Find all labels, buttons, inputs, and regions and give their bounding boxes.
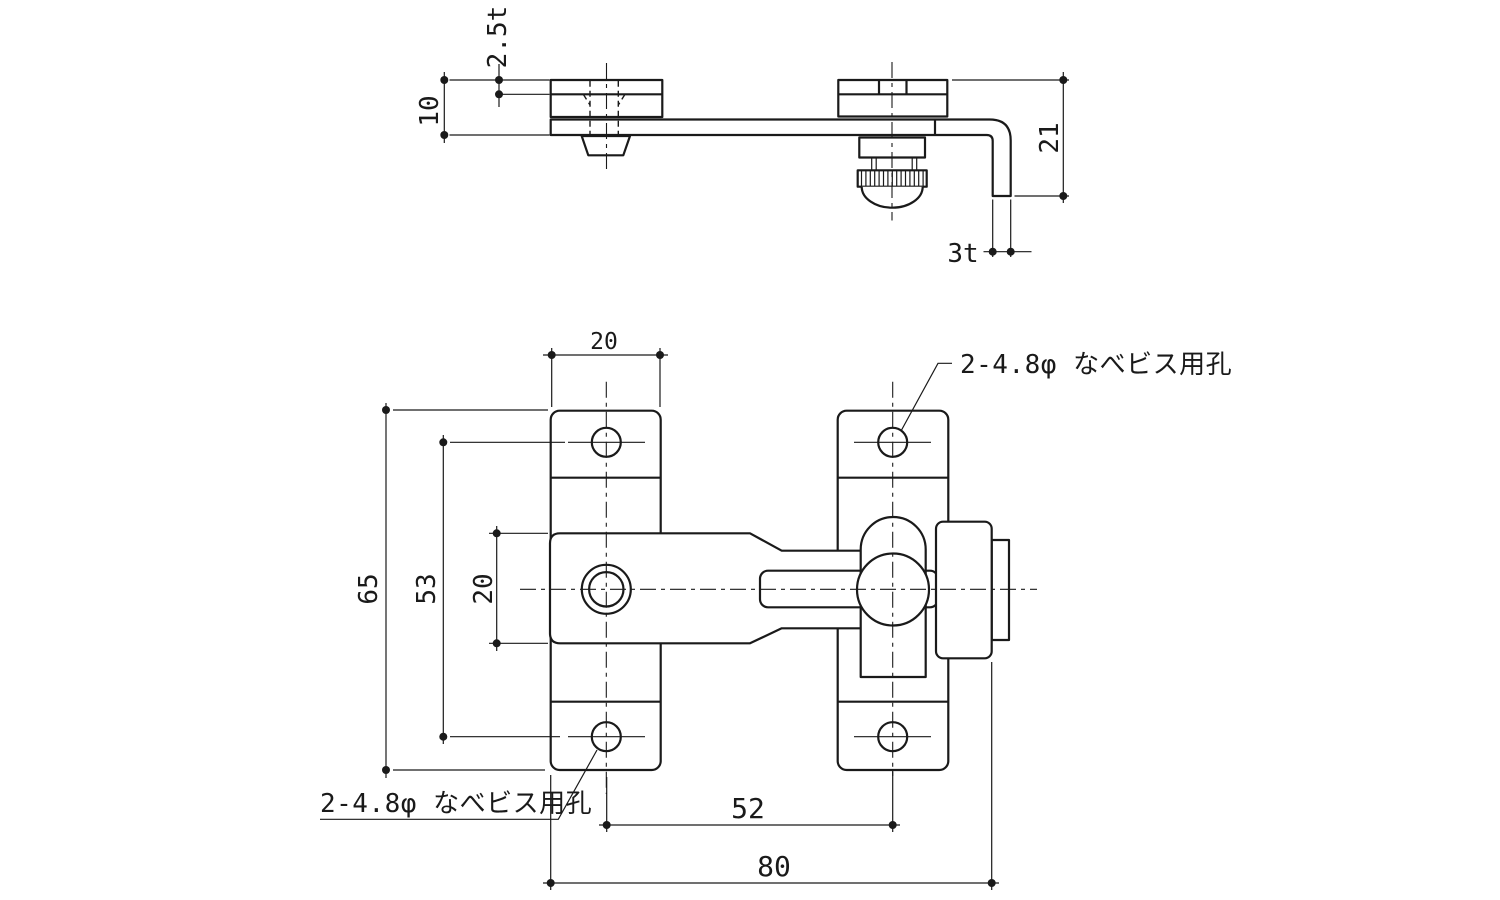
- dim-keeper-width: 20: [590, 329, 618, 355]
- knob-neck: [871, 157, 918, 171]
- dimension-total-height: 10: [415, 72, 550, 143]
- dim-screw-pitch-horizontal: 52: [731, 792, 765, 825]
- dim-screw-pitch-vertical: 53: [412, 573, 442, 604]
- dimension-plate-thickness: 2.5t: [483, 6, 550, 107]
- dimension-overall-width: 80: [543, 662, 999, 890]
- dimension-leg-length: 21: [952, 72, 1069, 203]
- dim-plate-thickness: 2.5t: [483, 6, 513, 69]
- leader-top: [900, 362, 952, 432]
- bent-leg-edge: [990, 538, 1011, 642]
- dimension-screw-pitch-vertical: 53: [412, 435, 565, 744]
- dimension-bar-width: 20: [469, 526, 548, 651]
- dimension-screw-pitch-horizontal: 52: [599, 770, 900, 832]
- keeper-left-division-lines: [550, 476, 661, 703]
- keeper-right-slot-lines: [877, 80, 908, 95]
- screw-hole-note-top-group: 2-4.8φ なべビス用孔: [900, 350, 1232, 432]
- latch-tip-side: [580, 134, 632, 157]
- screw-hole-note-bottom: 2-4.8φ なべビス用孔: [320, 789, 592, 819]
- dimension-keeper-width: 20: [543, 329, 668, 407]
- knurl-hatching: [860, 170, 924, 187]
- screw-hole-note-bottom-group: 2-4.8φ なべビス用孔: [320, 749, 598, 820]
- bar-end-face: [934, 520, 993, 660]
- side-view: 10 2.5t 21 3t: [415, 6, 1069, 269]
- dim-total-height: 10: [415, 95, 445, 126]
- dim-leg-thickness: 3t: [947, 239, 978, 269]
- dim-overall-height: 65: [354, 573, 384, 604]
- knurled-knob-side: [856, 136, 928, 209]
- dim-overall-width: 80: [757, 850, 791, 883]
- latch-plate-side: [549, 118, 1012, 198]
- dim-bar-width: 20: [469, 573, 499, 604]
- leader-bottom: [320, 749, 598, 820]
- dim-leg-length: 21: [1035, 122, 1065, 153]
- front-view: 20 65 53 20 52 80: [320, 329, 1232, 890]
- screw-hole-note-top: 2-4.8φ なべビス用孔: [960, 350, 1232, 380]
- latch-arm: [548, 532, 864, 645]
- dimension-overall-height: 65: [354, 403, 548, 778]
- keeper-block-right-side: [837, 78, 949, 118]
- dimension-leg-thickness: 3t: [947, 199, 1032, 269]
